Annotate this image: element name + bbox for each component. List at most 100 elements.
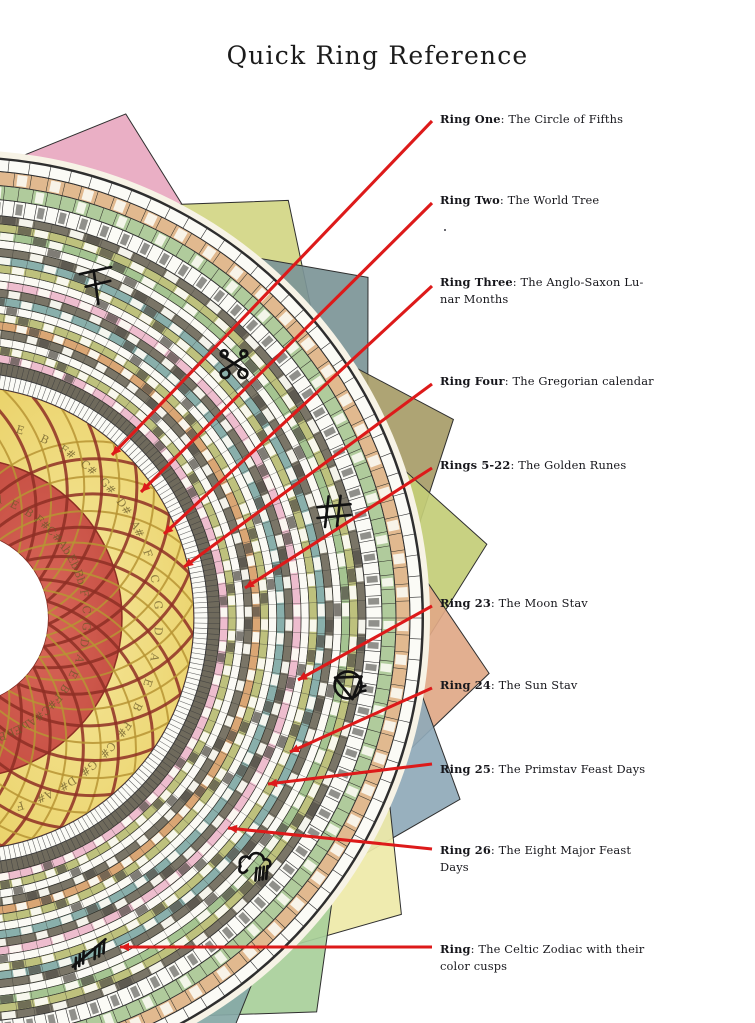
svg-text:G: G bbox=[79, 622, 93, 632]
legend-separator-ring-24: : bbox=[490, 678, 499, 692]
legend-label-ring-three: Ring Three bbox=[440, 275, 513, 289]
legend-label-ring-26: Ring 26 bbox=[440, 843, 491, 857]
svg-text:Bb: Bb bbox=[71, 568, 88, 587]
ring-band-10 bbox=[0, 313, 270, 923]
ring-band-13 bbox=[0, 288, 294, 948]
mandala-center-hole bbox=[0, 540, 48, 696]
ring-1-circle-of-fifths bbox=[0, 461, 123, 775]
ring-band-6 bbox=[0, 346, 237, 890]
legend-separator-ring-one: : bbox=[500, 112, 509, 126]
legend-separator-ring-two: : bbox=[499, 193, 508, 207]
calendar-tick-marks bbox=[0, 363, 220, 873]
star-point-teal bbox=[169, 977, 255, 1023]
star-point-lime bbox=[400, 465, 488, 644]
rune-glyph-spiral bbox=[219, 349, 249, 380]
legend-item-rings-5-22[interactable]: Rings 5-22: The Golden Runes bbox=[440, 457, 692, 474]
star-point-pink bbox=[17, 113, 189, 214]
arrow-ring-zodiac bbox=[120, 942, 432, 952]
legend-description-line2-ring-zodiac: color cusps bbox=[440, 958, 508, 973]
svg-text:A#: A# bbox=[127, 518, 147, 540]
svg-text:C#: C# bbox=[97, 739, 118, 761]
svg-text:F: F bbox=[140, 548, 155, 560]
legend-label-ring-25: Ring 25 bbox=[440, 762, 491, 776]
svg-text:Bb: Bb bbox=[0, 729, 8, 746]
legend-item-ring-one[interactable]: Ring One: The Circle of Fifths bbox=[440, 111, 692, 128]
svg-text:E: E bbox=[140, 677, 155, 689]
svg-text:D#: D# bbox=[56, 773, 78, 794]
ring-band-19 bbox=[0, 239, 343, 997]
legend-description-line2-ring-three: nar Months bbox=[440, 291, 509, 306]
legend-separator-ring-four: : bbox=[504, 374, 513, 388]
svg-text:Eb: Eb bbox=[5, 722, 24, 740]
arrow-ring-two bbox=[139, 201, 434, 494]
arrow-ring-24 bbox=[289, 686, 433, 754]
legend-description-line2-ring-26: Days bbox=[440, 859, 469, 874]
svg-text:E: E bbox=[8, 497, 21, 512]
rune-glyph-comb bbox=[238, 851, 272, 882]
legend-item-ring-25[interactable]: Ring 25: The Primstav Feast Days bbox=[440, 761, 692, 778]
svg-text:F#: F# bbox=[32, 512, 53, 533]
legend-separator-ring-25: : bbox=[490, 762, 499, 776]
legend-separator-ring-three: : bbox=[512, 275, 521, 289]
svg-text:F: F bbox=[77, 588, 91, 598]
svg-text:Ab: Ab bbox=[19, 713, 39, 733]
legend-description-ring-23: The Moon Stav bbox=[498, 596, 588, 610]
star-points-layer bbox=[17, 113, 490, 1023]
svg-text:B: B bbox=[22, 505, 36, 520]
legend-item-ring-24[interactable]: Ring 24: The Sun Stav bbox=[440, 677, 692, 694]
legend-label-ring-23: Ring 23 bbox=[440, 596, 491, 610]
ring-band-14 bbox=[0, 280, 302, 956]
svg-text:G#: G# bbox=[78, 757, 100, 779]
legend-item-ring-four[interactable]: Ring Four: The Gregorian calendar bbox=[440, 373, 692, 390]
legend-separator-ring-zodiac: : bbox=[470, 942, 479, 956]
svg-text:C#: C# bbox=[44, 524, 65, 546]
legend-description-ring-25: The Primstav Feast Days bbox=[498, 762, 646, 776]
legend-label-ring-zodiac: Ring bbox=[440, 942, 471, 956]
legend-item-ring-23[interactable]: Ring 23: The Moon Stav bbox=[440, 595, 692, 612]
svg-text:G: G bbox=[151, 600, 165, 610]
ring-band-21 bbox=[0, 223, 359, 1013]
arrow-ring-23 bbox=[297, 604, 433, 682]
legend-separator-ring-23: : bbox=[490, 596, 499, 610]
legend-description-ring-four: The Gregorian calendar bbox=[512, 374, 654, 388]
svg-text:F#: F# bbox=[44, 691, 65, 712]
star-point-cream bbox=[288, 797, 402, 947]
star-point-slate bbox=[252, 256, 369, 395]
ring-band-18 bbox=[0, 248, 334, 988]
legend-item-ring-three[interactable]: Ring Three: The Anglo-Saxon Lu-nar Month… bbox=[440, 274, 692, 307]
svg-text:A: A bbox=[147, 651, 162, 663]
svg-text:A#: A# bbox=[34, 786, 56, 805]
ring-band-5 bbox=[0, 354, 229, 882]
arrow-ring-26 bbox=[227, 824, 433, 851]
legend-label-ring-one: Ring One bbox=[440, 112, 501, 126]
ring-2-world-tree bbox=[0, 388, 195, 848]
ring-band-15 bbox=[0, 272, 310, 964]
legend-description-ring-two: The World Tree bbox=[507, 193, 600, 207]
rune-glyph-rake bbox=[71, 937, 107, 970]
page-title: Quick Ring Reference bbox=[226, 41, 529, 70]
svg-text:A: A bbox=[72, 652, 88, 666]
arrow-ring-three bbox=[162, 284, 434, 536]
ring-band-7 bbox=[0, 337, 245, 899]
legend-description-ring-three: The Anglo-Saxon Lu- bbox=[520, 275, 644, 289]
rings-5-22-golden-runes bbox=[0, 215, 367, 1021]
star-point-green bbox=[199, 895, 334, 1017]
svg-text:A: A bbox=[0, 491, 5, 506]
ring-3-anglo-saxon-lunar-months bbox=[0, 374, 209, 862]
svg-text:G#: G# bbox=[97, 475, 119, 497]
svg-text:C: C bbox=[147, 573, 161, 584]
legend-label-ring-four: Ring Four bbox=[440, 374, 505, 388]
stray-ink-dot bbox=[444, 229, 446, 231]
svg-text:C: C bbox=[79, 605, 93, 614]
svg-text:B: B bbox=[57, 682, 72, 696]
svg-text:C#: C# bbox=[78, 457, 100, 478]
legend-item-ring-two[interactable]: Ring Two: The World Tree bbox=[440, 192, 692, 209]
ring-23-moon-stav bbox=[0, 199, 383, 1023]
svg-text:C#: C# bbox=[31, 702, 53, 723]
ring-4-gregorian-calendar bbox=[0, 362, 221, 874]
interlace-weave bbox=[0, 388, 195, 848]
